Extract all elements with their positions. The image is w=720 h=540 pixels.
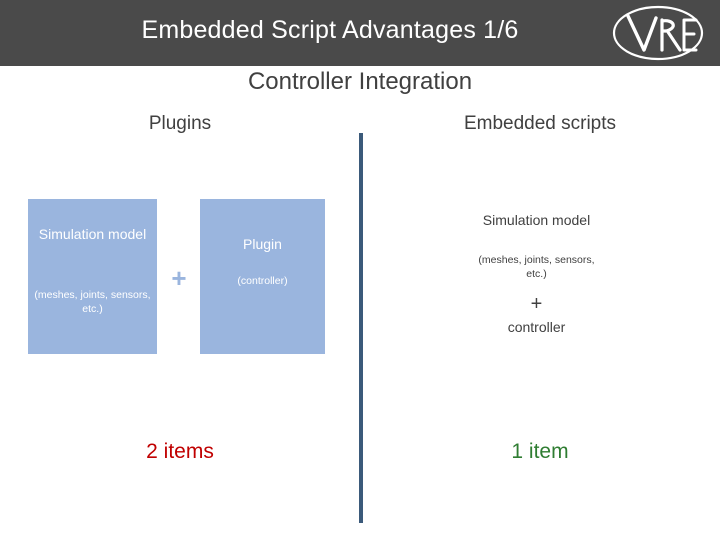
plugin-box: Plugin (controller) [200,199,325,354]
plugin-title: Plugin [243,236,282,252]
v-rep-logo [610,4,706,62]
column-heading-plugins: Plugins [148,113,212,134]
plus-icon: + [171,263,187,293]
column-heading-embedded-scripts: Embedded scripts [463,113,617,134]
slide-title: Controller Integration [247,68,473,95]
simulation-model-box-left: Simulation model (meshes, joints, sensor… [28,199,157,354]
right-item-count: 1 item [511,440,569,463]
right-controller-label: controller [507,319,566,335]
simulation-model-title: Simulation model [38,226,147,242]
right-model-subtitle: (meshes, joints, sensors, etc.) [478,254,595,280]
page-title: Embedded Script Advantages 1/6 [141,16,519,44]
simulation-model-box-right: Simulation model (meshes, joints, sensor… [474,199,599,354]
left-item-count: 2 items [146,440,214,463]
header-bar [0,0,720,66]
right-model-title: Simulation model [482,212,591,228]
logo-graphic [612,5,704,61]
vertical-divider [359,133,363,523]
simulation-model-subtitle: (meshes, joints, sensors, etc.) [34,289,151,315]
plugin-subtitle: (controller) [237,275,288,287]
right-plus-icon: + [530,293,543,315]
